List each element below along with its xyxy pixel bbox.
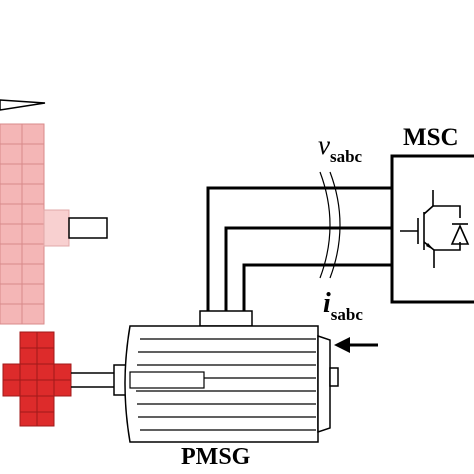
voltage-subscript: sabc <box>329 147 363 166</box>
input-arrow <box>334 337 378 353</box>
msc-converter <box>390 154 474 304</box>
hub-shaft <box>43 209 108 247</box>
pmsg-generator <box>124 310 339 443</box>
current-label: isabc <box>323 288 363 324</box>
three-phase-wires <box>206 186 392 311</box>
current-symbol: i <box>323 288 331 319</box>
voltage-symbol: v <box>318 130 330 160</box>
gearbox <box>2 331 72 427</box>
current-subscript: sabc <box>330 305 363 324</box>
msc-label: MSC <box>403 124 459 151</box>
measurement-arcs <box>319 171 341 279</box>
turbine-blade <box>0 99 46 111</box>
voltage-label: vsabc <box>318 130 362 166</box>
pmsg-label: PMSG <box>181 444 251 470</box>
rotor-column <box>0 123 45 325</box>
